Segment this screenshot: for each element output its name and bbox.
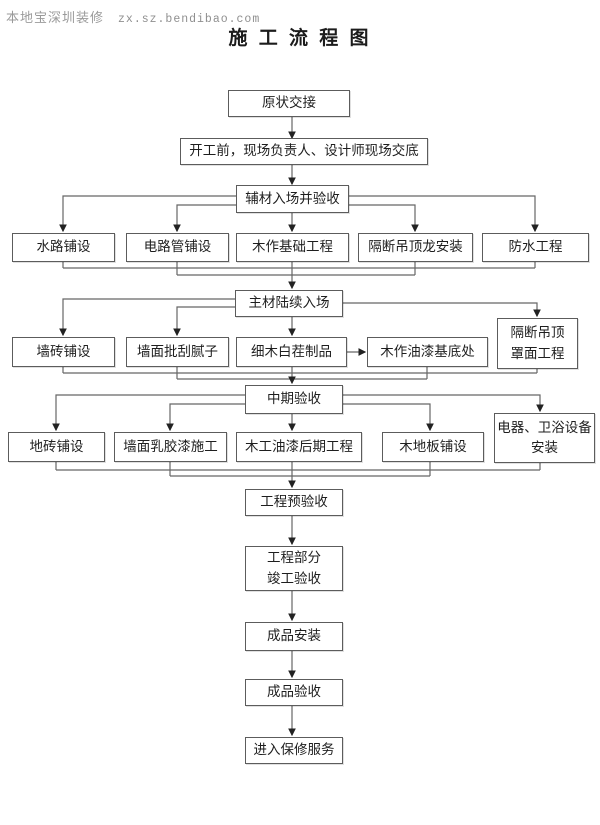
node-wall-latex-paint: 墙面乳胶漆施工 [114,432,227,462]
collector-line [62,367,538,380]
arrow-line [349,195,539,233]
collector-line [62,262,536,276]
node-project-pre-acceptance: 工程预验收 [245,489,343,516]
node-fine-wood-products: 细木白茬制品 [236,337,347,367]
node-site-briefing: 开工前，现场负责人、设计师现场交底 [180,138,428,165]
node-original-state-handover: 原状交接 [228,90,350,117]
node-wall-putty-scraping: 墙面批刮腻子 [126,337,229,367]
node-waterproofing-works: 防水工程 [482,233,589,262]
arrow-line [166,403,245,432]
node-floor-tiling: 地砖铺设 [8,432,105,462]
watermark-url: zx.sz.bendibao.com [118,13,261,26]
node-auxiliary-materials-acceptance: 辅材入场并验收 [236,185,349,213]
node-wall-tiling: 墙砖铺设 [12,337,115,367]
node-partial-completion-acceptance: 工程部分 竣工验收 [245,546,343,591]
node-warranty-service: 进入保修服务 [245,737,343,764]
node-wood-paint-later-works: 木工油漆后期工程 [236,432,362,462]
node-appliance-sanitary-install: 电器、卫浴设备 安装 [494,413,595,463]
node-wood-paint-base-treatment: 木作油漆基底处 [367,337,488,367]
page-title: 施 工 流 程 图 [228,28,372,49]
arrow-line [349,204,419,233]
watermark: 本地宝深圳装修 zx.sz.bendibao.com [6,7,260,27]
node-carpentry-base-works: 木作基础工程 [236,233,349,262]
arrow-line [343,394,544,413]
arrow-line [52,394,245,432]
node-partition-ceiling-keel-install: 隔断吊顶龙安装 [358,233,473,262]
arrow-line [173,204,236,233]
arrow-line [343,302,541,318]
node-electrical-conduit: 电路管铺设 [126,233,229,262]
collector-line [55,462,541,477]
node-mid-term-acceptance: 中期验收 [245,385,343,414]
arrow-line [59,195,236,233]
arrow-line [173,306,235,337]
node-wood-flooring: 木地板铺设 [382,432,484,462]
node-main-materials-arrival: 主材陆续入场 [235,290,343,317]
arrow-line [343,403,434,432]
node-finished-product-acceptance: 成品验收 [245,679,343,706]
watermark-site-name: 本地宝深圳装修 [6,10,105,25]
arrow-line [59,298,235,337]
node-water-piping: 水路铺设 [12,233,115,262]
node-partition-ceiling-surface-works: 隔断吊顶 罩面工程 [497,318,578,369]
node-finished-product-install: 成品安装 [245,622,343,651]
